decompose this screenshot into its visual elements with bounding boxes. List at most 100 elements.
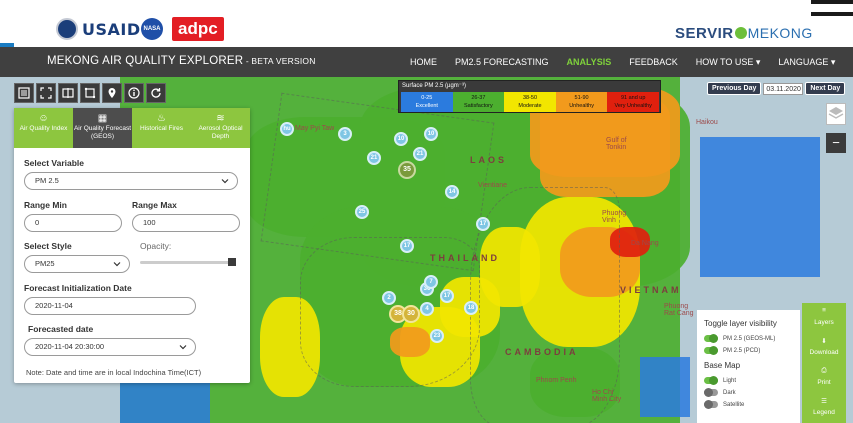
legend-range: 38-50 (522, 95, 538, 101)
toggle-switch[interactable] (704, 346, 718, 355)
basemap-heading: Base Map (704, 361, 741, 370)
station-cluster[interactable]: 3 (338, 127, 352, 141)
map-label: May Pyi Taw (295, 125, 335, 132)
station-cluster[interactable]: 7 (424, 275, 438, 289)
chevron-down-icon (179, 345, 187, 350)
border-line (300, 237, 480, 387)
action-download-button[interactable]: ⬇Download (802, 333, 846, 363)
opacity-slider-handle[interactable] (228, 258, 236, 266)
tab-1[interactable]: ▦Air Quality Forecast (GEOS) (73, 108, 132, 148)
layer-label: PM 2.5 (PCD) (723, 347, 761, 354)
tab-0[interactable]: ☺Air Quality Index (14, 108, 73, 148)
nav-link-1[interactable]: PM2.5 FORECASTING (455, 57, 549, 67)
station-cluster[interactable]: hu (280, 122, 294, 136)
station-cluster[interactable]: 17 (440, 289, 454, 303)
swipe-compare-icon[interactable] (58, 83, 78, 103)
range-min-input[interactable]: 0 (24, 214, 122, 232)
station-cluster[interactable]: 21 (367, 151, 381, 165)
map-icon: ▦ (97, 113, 108, 124)
station-cluster[interactable]: 14 (445, 185, 459, 199)
station-cluster[interactable]: 18 (464, 301, 478, 315)
layer-visibility-panel: Toggle layer visibility PM 2.5 (GEOS-ML)… (697, 310, 800, 423)
forecast-init-input[interactable]: 2020-11-04 (24, 297, 196, 315)
action-layers-button[interactable]: ≡Layers (802, 303, 846, 333)
basemap-row-2[interactable]: Satellite (704, 399, 793, 410)
right-action-bar: ≡Layers⬇Download ⎙ Print ☰ Legend (802, 303, 846, 423)
legend-category: Moderate (518, 103, 542, 109)
toggle-switch[interactable] (704, 334, 718, 343)
draw-box-icon[interactable] (80, 83, 100, 103)
date-input[interactable]: 03.11.2020 (763, 82, 804, 95)
station-cluster[interactable]: 10 (394, 132, 408, 146)
previous-day-button[interactable]: Previous Day (707, 82, 762, 95)
nav-link-3[interactable]: FEEDBACK (629, 57, 678, 67)
action-label: Layers (814, 319, 834, 326)
action-label: Download (809, 349, 839, 356)
station-cluster[interactable]: 30 (402, 305, 420, 323)
select-variable-dropdown[interactable]: PM 2.5 (24, 172, 238, 190)
legend-title: Surface PM 2.5 (µgm⁻³) (402, 83, 466, 89)
station-cluster[interactable]: 4 (420, 302, 434, 316)
nasa-logo[interactable]: NASA (141, 18, 163, 40)
layer-row-0[interactable]: PM 2.5 (GEOS-ML) (704, 333, 793, 344)
nav-link-4[interactable]: HOW TO USE ▾ (695, 56, 761, 67)
info-icon[interactable] (124, 83, 144, 103)
station-cluster[interactable]: 35 (398, 161, 416, 179)
station-cluster[interactable]: 25 (355, 205, 369, 219)
date-control: Previous Day 03.11.2020 Next Day (707, 82, 846, 95)
tab-3[interactable]: ≋Aerosol Optical Depth (191, 108, 250, 148)
action-label: Print (817, 379, 831, 386)
country-label: VIETNAM (620, 285, 682, 295)
adpc-logo[interactable]: adpc (172, 17, 224, 41)
toggle-heading: Toggle layer visibility (704, 319, 777, 328)
layer-switcher-icon[interactable] (826, 103, 846, 125)
select-style-dropdown[interactable]: PM25 (24, 255, 130, 273)
nav-link-0[interactable]: HOME (410, 57, 437, 67)
station-cluster[interactable]: 17 (476, 217, 490, 231)
opacity-slider[interactable] (140, 261, 232, 264)
range-max-input[interactable]: 100 (132, 214, 240, 232)
toggle-switch[interactable] (704, 376, 718, 385)
station-cluster[interactable]: 10 (424, 127, 438, 141)
select-style-label: Select Style (24, 241, 72, 251)
print-icon: ⎙ (821, 367, 827, 374)
toggle-switch[interactable] (704, 400, 718, 409)
tab-label: Air Quality Index (19, 125, 68, 132)
map-label: Phuong Rat Cang (664, 303, 694, 317)
mekong-text: MEKONG (747, 25, 813, 41)
usaid-logo[interactable]: USAID (56, 18, 141, 40)
station-cluster[interactable]: 2 (382, 291, 396, 305)
nav-link-5[interactable]: LANGUAGE ▾ (778, 56, 836, 67)
sea-area (700, 137, 820, 277)
nav-link-2[interactable]: ANALYSIS (566, 57, 612, 67)
map-label: Vientiane (478, 182, 508, 189)
action-label: Legend (813, 409, 835, 416)
forecasted-date-dropdown[interactable]: 2020-11-04 20:30:00 (24, 338, 196, 356)
action-legend-button[interactable]: ☰ Legend (802, 393, 846, 423)
map-label: Haikou (696, 119, 718, 126)
select-variable-value: PM 2.5 (35, 176, 59, 185)
fullscreen-icon[interactable] (36, 83, 56, 103)
tab-2[interactable]: ♨Historical Fires (132, 108, 191, 148)
basemap-label: Satellite (723, 401, 745, 408)
basemap-row-0[interactable]: Light (704, 375, 793, 386)
next-day-button[interactable]: Next Day (805, 82, 846, 95)
station-cluster[interactable]: 21 (413, 147, 427, 161)
legend-category: Unhealthy (569, 103, 594, 109)
tool-list-icon[interactable] (14, 83, 34, 103)
basemap-row-1[interactable]: Dark (704, 387, 793, 398)
station-cluster[interactable]: 23 (430, 329, 444, 343)
layer-row-1[interactable]: PM 2.5 (PCD) (704, 345, 793, 356)
range-max-label: Range Max (132, 200, 177, 210)
usaid-text: USAID (82, 19, 141, 39)
toggle-switch[interactable] (704, 388, 718, 397)
legend-icon: ☰ (821, 398, 827, 405)
refresh-icon[interactable] (146, 83, 166, 103)
zoom-out-button[interactable]: − (826, 133, 846, 153)
station-cluster[interactable]: 17 (400, 239, 414, 253)
action-print-button[interactable]: ⎙ Print (802, 363, 846, 393)
map-pin-icon[interactable] (102, 83, 122, 103)
